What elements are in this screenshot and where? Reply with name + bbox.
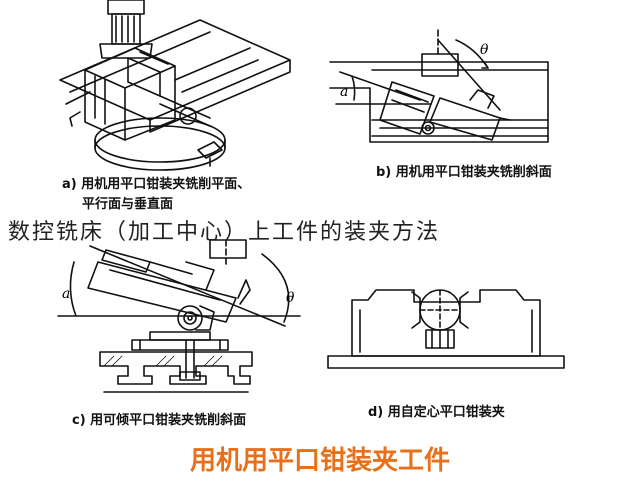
panel-b-drawing (329, 29, 549, 143)
panel-a-drawing (59, 0, 291, 171)
caption-c: c) 用可倾平口钳装夹铣削斜面 (72, 413, 247, 428)
page-title: 用机用平口钳装夹工件 (189, 446, 450, 476)
caption-a-line1: a) 用机用平口钳装夹铣削平面、 (62, 177, 251, 192)
caption-b: b) 用机用平口钳装夹铣削斜面 (376, 165, 552, 180)
caption-d: d) 用自定心平口钳装夹 (368, 405, 505, 420)
overlay-heading: 数控铣床（加工中心）上工件的装夹方法 (8, 220, 441, 245)
theta-label-c: θ (286, 290, 295, 306)
panel-c-drawing (57, 239, 301, 393)
caption-a-line2: 平行面与垂直面 (82, 197, 174, 212)
alpha-label-b: a (340, 84, 349, 100)
theta-label-b: θ (480, 42, 489, 58)
alpha-label-c: a (62, 286, 71, 302)
panel-d-drawing (327, 289, 565, 369)
